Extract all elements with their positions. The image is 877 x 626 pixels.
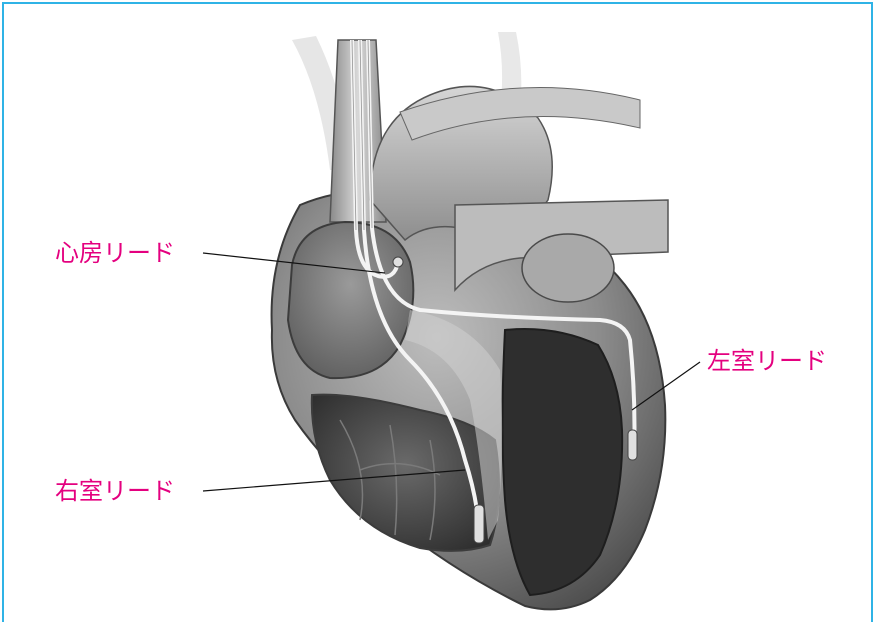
left-ventricular-lead-tip — [628, 430, 637, 460]
left-atrium — [522, 234, 614, 302]
right-ventricular-lead-tip — [474, 505, 484, 543]
right-atrium — [288, 222, 413, 378]
right-ventricular-lead-label: 右室リード — [55, 477, 175, 505]
atrial-lead-tip — [393, 257, 403, 267]
atrial-lead-label: 心房リード — [55, 239, 175, 267]
left-ventricular-lead-label: 左室リード — [707, 347, 827, 375]
